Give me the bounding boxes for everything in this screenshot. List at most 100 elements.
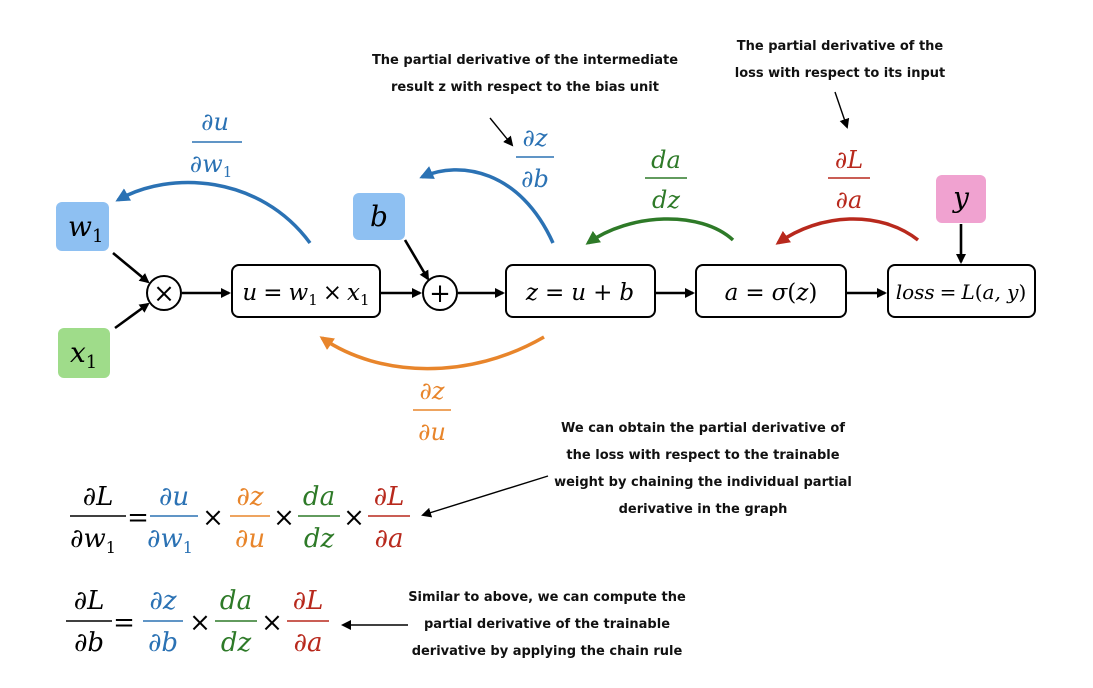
input-node-y: y (936, 175, 986, 223)
annotation-loss-pointer (834, 91, 850, 129)
w1-subscript: 1 (92, 226, 103, 247)
svg-text:∂u: ∂u (235, 524, 265, 554)
deriv-dz-du-num: ∂z (419, 377, 444, 405)
annotation-loss-line2: loss with respect to its input (735, 66, 945, 81)
annotation-chain-line3: weight by chaining the individual partia… (554, 475, 852, 490)
svg-text:×: × (261, 608, 283, 638)
deriv-dz-du: ∂z ∂u (413, 377, 451, 446)
node-a-box (695, 264, 847, 318)
edge-x1-multiply (114, 302, 150, 330)
svg-text:∂L: ∂L (293, 586, 324, 616)
annotation-similar-line1: Similar to above, we can compute the (408, 590, 686, 605)
deriv-du-dw1-num: ∂u (201, 108, 229, 136)
annotation-chain-pointer (421, 475, 549, 518)
annotation-chain-line1: We can obtain the partial derivative of (561, 421, 845, 436)
x1-subscript: 1 (86, 352, 97, 373)
annotation-bias-pointer (489, 117, 514, 147)
x1-label: x (70, 336, 86, 369)
svg-text:×: × (202, 503, 224, 533)
deriv-dL-da: ∂L ∂a (828, 146, 870, 214)
svg-text:w1: w1 (68, 210, 103, 247)
deriv-dz-db: ∂z ∂b (516, 124, 554, 193)
deriv-da-dz-den: dz (652, 186, 680, 214)
annotation-bias-line2: result z with respect to the bias unit (391, 80, 659, 95)
node-z-box (505, 264, 656, 318)
node-u-box (231, 264, 381, 318)
svg-text:∂z: ∂z (149, 586, 176, 616)
deriv-da-dz: da dz (645, 146, 687, 214)
svg-text:×: × (273, 503, 295, 533)
svg-text:u=w1×x1: u=w1×x1 (242, 280, 369, 309)
svg-text:=: = (127, 503, 149, 533)
annotation-similar-line2: partial derivative of the trainable (424, 617, 670, 632)
edge-w1-multiply (112, 251, 150, 284)
svg-text:∂a: ∂a (294, 628, 323, 658)
deriv-du-dw1: ∂u ∂w1 (190, 108, 242, 181)
add-node: + (422, 275, 458, 311)
svg-text:∂b: ∂b (74, 628, 104, 658)
node-z: z=u+b (505, 264, 656, 318)
svg-text:×: × (343, 503, 365, 533)
svg-text:z=u+b: z=u+b (525, 280, 634, 306)
deriv-dL-da-den: ∂a (836, 186, 863, 214)
input-node-b: b (353, 193, 405, 240)
svg-text:a=σ(z): a=σ(z) (725, 280, 818, 306)
annotation-similar-line3: derivative by applying the chain rule (412, 644, 683, 659)
svg-text:∂L: ∂L (374, 482, 405, 512)
annotation-chain: We can obtain the partial derivative of … (421, 421, 852, 518)
input-node-b-box (353, 193, 405, 240)
multiply-node: × (146, 275, 182, 311)
input-node-x1: x1 (58, 328, 110, 378)
b-label: b (370, 200, 388, 233)
svg-text:∂z: ∂z (236, 482, 263, 512)
svg-text:∂u: ∂u (159, 482, 189, 512)
multiply-symbol: × (153, 279, 175, 309)
node-a: a=σ(z) (695, 264, 847, 318)
backprop-arrow-dL-da (775, 217, 920, 245)
svg-text:∂L: ∂L (74, 586, 105, 616)
deriv-dz-db-den: ∂b (521, 165, 549, 193)
backprop-arrow-da-dz (585, 217, 735, 245)
svg-text:∂w1: ∂w1 (70, 524, 116, 557)
annotation-bias: The partial derivative of the intermedia… (372, 53, 678, 147)
svg-text:∂L: ∂L (83, 482, 114, 512)
w1-label: w (68, 210, 92, 243)
equation-chain-rule-b: ∂L ∂b = ∂z ∂b × da dz × ∂L ∂a (66, 586, 329, 658)
input-node-w1: w1 (56, 202, 109, 251)
annotation-similar: Similar to above, we can compute the par… (341, 590, 686, 659)
backprop-arrow-du-dw1 (115, 180, 312, 245)
backprop-arrow-dz-db (419, 166, 555, 244)
add-symbol: + (429, 279, 451, 309)
annotation-chain-line2: the loss with respect to the trainable (566, 448, 839, 463)
svg-text:=: = (113, 608, 135, 638)
input-node-x1-box (58, 328, 110, 378)
input-node-w1-box (56, 202, 109, 251)
svg-text:loss=L(a, y): loss=L(a, y) (896, 280, 1027, 304)
svg-text:da: da (220, 586, 252, 616)
node-u-lhs: u (242, 280, 257, 306)
annotation-loss: The partial derivative of the loss with … (735, 39, 945, 129)
annotation-bias-line1: The partial derivative of the intermedia… (372, 53, 678, 68)
svg-text:x1: x1 (70, 336, 97, 373)
deriv-dz-db-num: ∂z (522, 124, 547, 152)
node-loss-box (887, 264, 1036, 318)
svg-text:×: × (189, 608, 211, 638)
node-u: u=w1×x1 (231, 264, 381, 318)
backprop-arrow-dz-du (319, 335, 545, 371)
svg-text:∂b: ∂b (148, 628, 178, 658)
annotation-chain-line4: derivative in the graph (619, 502, 788, 517)
deriv-dL-da-num: ∂L (835, 146, 863, 174)
deriv-du-dw1-den: ∂w (190, 150, 223, 178)
svg-text:da: da (303, 482, 335, 512)
y-label: y (951, 181, 970, 214)
deriv-da-dz-num: da (651, 146, 681, 174)
svg-text:dz: dz (221, 628, 252, 658)
equation-chain-rule-w1: ∂L ∂w1 = ∂u ∂w1 × ∂z ∂u × da dz × ∂L ∂a (70, 482, 410, 557)
node-loss: loss=L(a, y) (887, 264, 1036, 318)
input-node-y-box (936, 175, 986, 223)
svg-text:dz: dz (304, 524, 335, 554)
edge-b-add (403, 239, 430, 281)
svg-text:∂w1: ∂w1 (190, 150, 233, 181)
svg-text:∂a: ∂a (375, 524, 404, 554)
